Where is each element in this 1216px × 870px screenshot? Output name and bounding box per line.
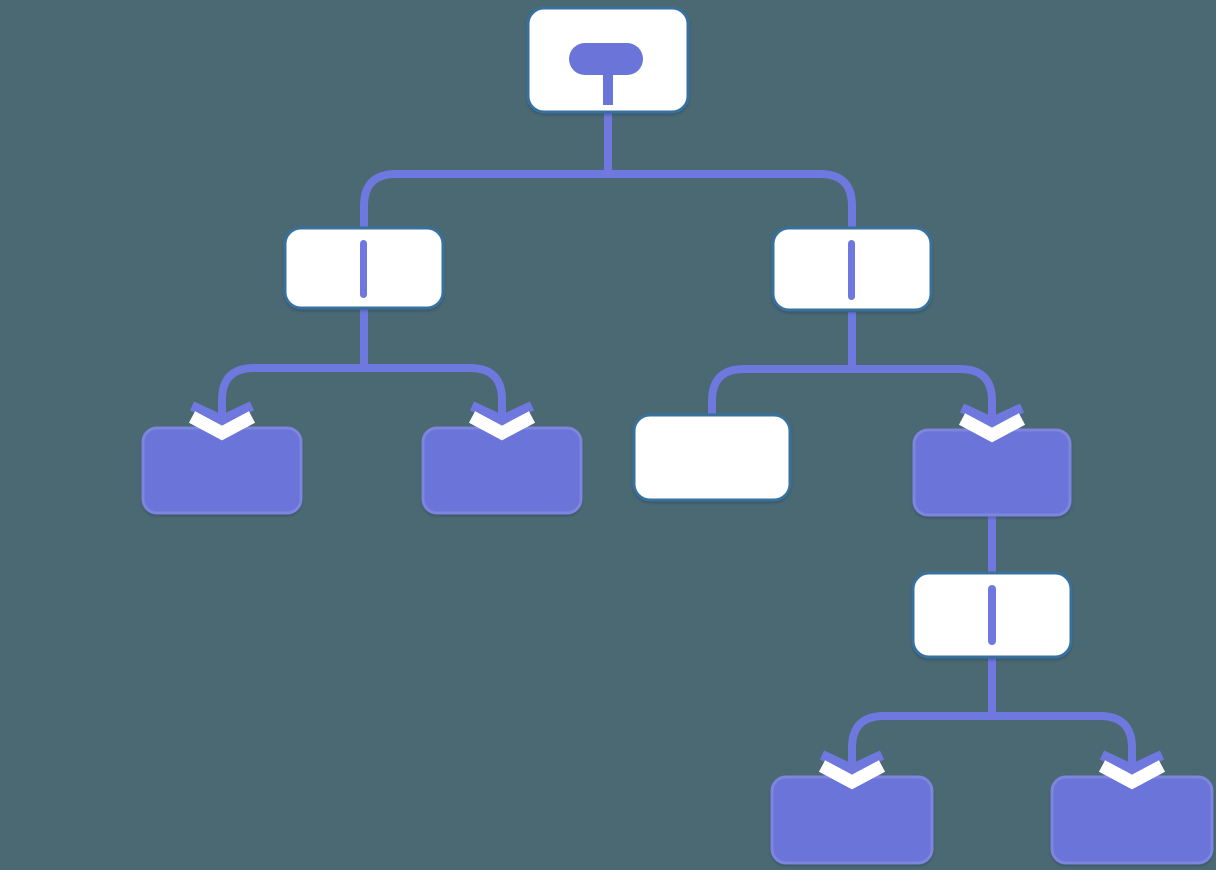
arrow-chevron-white-icon bbox=[468, 411, 536, 441]
edges-layer bbox=[218, 112, 1136, 765]
arrow-chevron-white-icon bbox=[958, 413, 1026, 443]
arrow-chevron-white-icon bbox=[818, 760, 886, 790]
arrow-chevron-purple-icon bbox=[469, 401, 535, 426]
arrow-chevron-purple-icon bbox=[189, 401, 255, 426]
node-root-pill bbox=[569, 43, 643, 75]
node-leaf-1-box bbox=[141, 426, 303, 515]
nodes-layer bbox=[141, 6, 1214, 865]
node-leaf-3-box bbox=[770, 775, 934, 865]
edge-sub-branch-children bbox=[848, 712, 1136, 765]
arrow-marker-leaf-1 bbox=[188, 401, 256, 441]
node-leaf-2[interactable] bbox=[421, 426, 583, 515]
arrow-marker-child-arrow bbox=[958, 403, 1026, 443]
node-leaf-2-box bbox=[421, 426, 583, 515]
arrow-markers-layer bbox=[188, 401, 1166, 790]
node-branch-right[interactable] bbox=[771, 226, 933, 312]
edge-root-branches bbox=[360, 170, 856, 228]
node-leaf-3[interactable] bbox=[770, 775, 934, 865]
node-child-arrow[interactable] bbox=[912, 428, 1072, 517]
edge-branch-right-children bbox=[708, 365, 996, 420]
node-root[interactable] bbox=[526, 6, 690, 114]
arrow-chevron-purple-icon bbox=[959, 403, 1025, 428]
node-child-blank[interactable] bbox=[632, 413, 792, 502]
arrow-chevron-purple-icon bbox=[1099, 750, 1165, 775]
arrow-chevron-white-icon bbox=[1098, 760, 1166, 790]
node-leaf-1[interactable] bbox=[141, 426, 303, 515]
edge-branch-left-children bbox=[218, 364, 506, 416]
arrow-chevron-purple-icon bbox=[819, 750, 885, 775]
node-child-blank-card bbox=[632, 413, 792, 502]
arrow-marker-leaf-4 bbox=[1098, 750, 1166, 790]
node-leaf-4-box bbox=[1050, 775, 1214, 865]
node-branch-left-divider bbox=[360, 240, 367, 298]
node-sub-branch[interactable] bbox=[911, 571, 1073, 659]
node-sub-branch-divider bbox=[988, 585, 996, 645]
node-child-arrow-box bbox=[912, 428, 1072, 517]
node-branch-left[interactable] bbox=[283, 226, 445, 310]
node-leaf-4[interactable] bbox=[1050, 775, 1214, 865]
arrow-marker-leaf-3 bbox=[818, 750, 886, 790]
arrow-chevron-white-icon bbox=[188, 411, 256, 441]
node-root-pill-stem bbox=[603, 74, 613, 105]
arrow-marker-leaf-2 bbox=[468, 401, 536, 441]
node-branch-right-divider bbox=[848, 240, 855, 300]
